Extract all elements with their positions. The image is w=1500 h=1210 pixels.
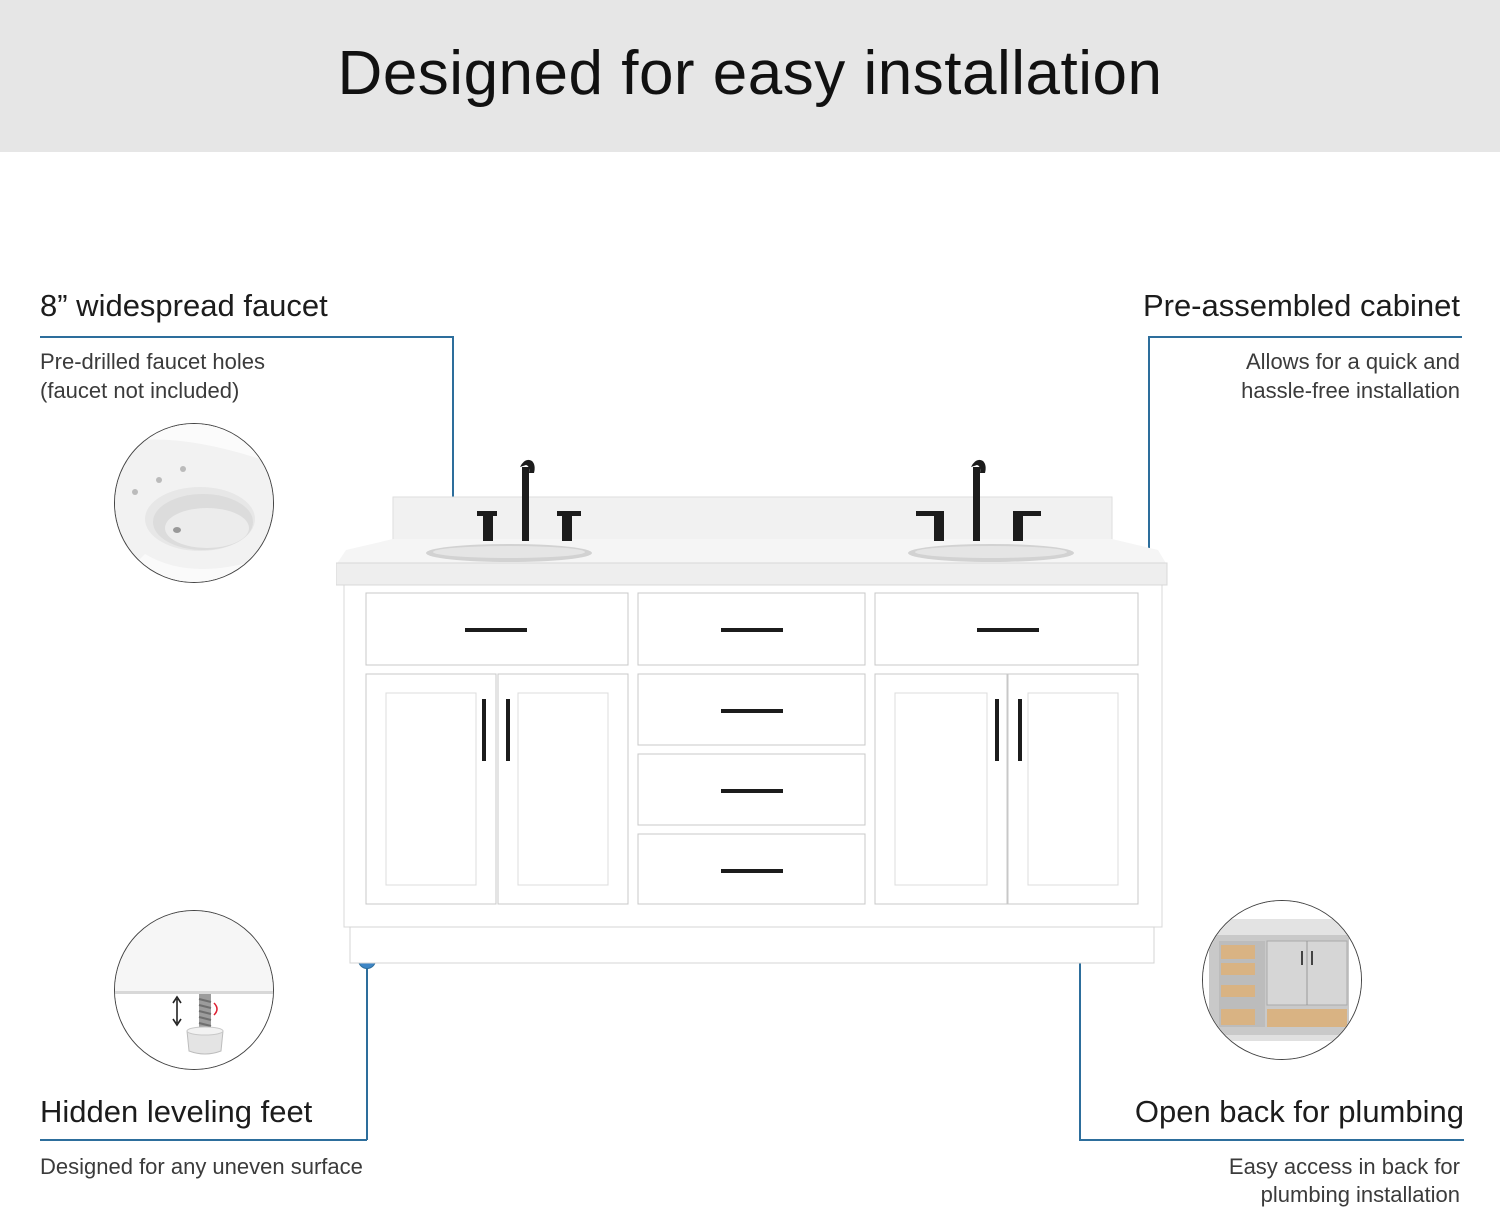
cabinet-feature-desc-line1: Allows for a quick and [1246, 349, 1460, 374]
plumbing-feature-desc-line2: plumbing installation [1260, 1182, 1460, 1207]
plumbing-feature-desc-line1: Easy access in back for [1228, 1154, 1460, 1179]
feet-callout-line-v [366, 960, 368, 1140]
faucet-feature-desc-line2: (faucet not included) [40, 378, 240, 403]
sink-detail-image [114, 423, 274, 583]
feet-feature-desc: Designed for any uneven surface [40, 1154, 363, 1179]
cabinet-feature-title: Pre-assembled cabinet [1142, 288, 1460, 323]
cabinet-callout-line-h [1149, 336, 1462, 338]
cabinet-callout-line-v [1148, 336, 1150, 620]
open-back-detail-image [1202, 900, 1362, 1060]
plumbing-feature-title: Open back for plumbing [1134, 1094, 1464, 1129]
faucet-callout-line-h [40, 336, 453, 338]
faucet-feature-desc-line1: Pre-drilled faucet holes [40, 349, 266, 374]
plumbing-callout-line-v [1079, 838, 1081, 1140]
feet-callout-line-h [40, 1139, 367, 1141]
cabinet-feature-desc-line2: hassle-free installation [1241, 378, 1460, 403]
faucet-callout-line-v [452, 336, 454, 536]
header-banner: Designed for easy installation [0, 0, 1500, 152]
plumbing-callout-line-h [1079, 1139, 1464, 1141]
page-title: Designed for easy installation [337, 39, 1163, 108]
feet-feature-title: Hidden leveling feet [40, 1094, 313, 1129]
leveling-foot-detail-image [114, 910, 274, 1070]
vanity-image [336, 455, 1168, 967]
faucet-feature-title: 8” widespread faucet [40, 288, 328, 323]
